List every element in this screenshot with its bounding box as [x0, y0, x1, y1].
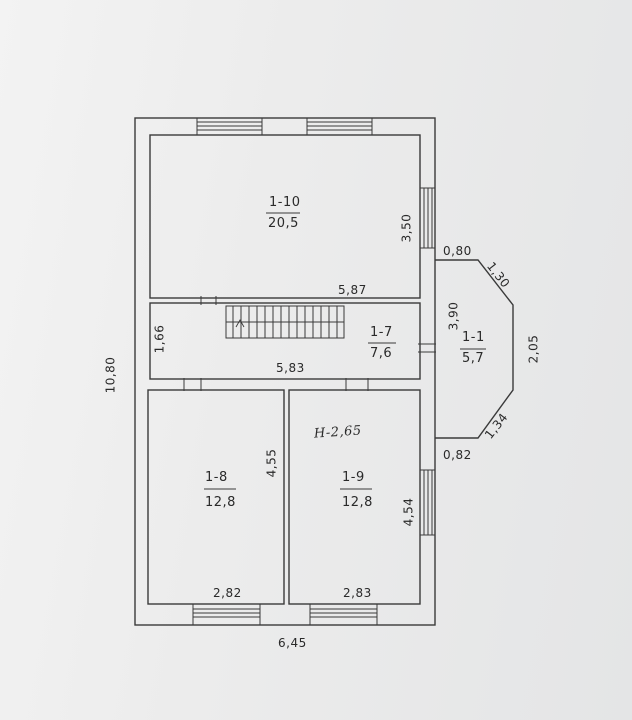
- dim-room9-height: 4,54: [401, 497, 416, 527]
- room-1-8-outline: [147, 389, 285, 605]
- door-ticks: [183, 296, 436, 391]
- dim-room8-height: 4,55: [264, 448, 279, 478]
- staircase: [225, 305, 345, 339]
- room-1-8-area: 12,8: [205, 495, 236, 510]
- room-1-9-area: 12,8: [342, 495, 373, 510]
- fraction-bars: [204, 212, 486, 490]
- room-1-1-area: 5,7: [462, 351, 485, 366]
- dim-room10-height: 3,50: [399, 213, 414, 243]
- room-1-10-area: 20,5: [268, 216, 299, 231]
- room-1-10-outline: [149, 134, 421, 299]
- dim-overall-height: 10,80: [103, 356, 118, 394]
- window-top-left: [196, 118, 263, 135]
- room-1-7-label: 1-7: [370, 325, 393, 340]
- dim-corridor-width: 5,83: [276, 361, 305, 375]
- outer-wall: [134, 117, 436, 626]
- dim-room9-width: 2,83: [343, 586, 372, 600]
- room-1-10-label: 1-10: [269, 195, 301, 210]
- window-bottom-right: [309, 604, 378, 625]
- dim-porch-bottom: 0,82: [443, 448, 472, 462]
- room-1-7-outline: [149, 302, 421, 380]
- dim-porch-top: 0,80: [443, 244, 472, 258]
- room-1-1-label: 1-1: [462, 330, 485, 345]
- porch-outline: [435, 259, 514, 439]
- room-1-9-outline: [288, 389, 421, 605]
- room-1-8-label: 1-8: [205, 470, 228, 485]
- dim-corridor-height: 1,66: [152, 324, 167, 354]
- room-1-9-label: 1-9: [342, 470, 365, 485]
- room-1-7-area: 7,6: [370, 346, 393, 361]
- dim-porch-length: 3,90: [446, 301, 461, 331]
- window-right-lower: [420, 469, 435, 536]
- dim-overall-width: 6,45: [278, 636, 307, 650]
- window-top-right: [306, 118, 373, 135]
- dim-room8-width: 2,82: [213, 586, 242, 600]
- dim-room10-width: 5,87: [338, 283, 367, 297]
- dim-porch-side: 2,05: [526, 334, 541, 364]
- window-bottom-left: [192, 604, 261, 625]
- window-right-upper: [420, 187, 435, 249]
